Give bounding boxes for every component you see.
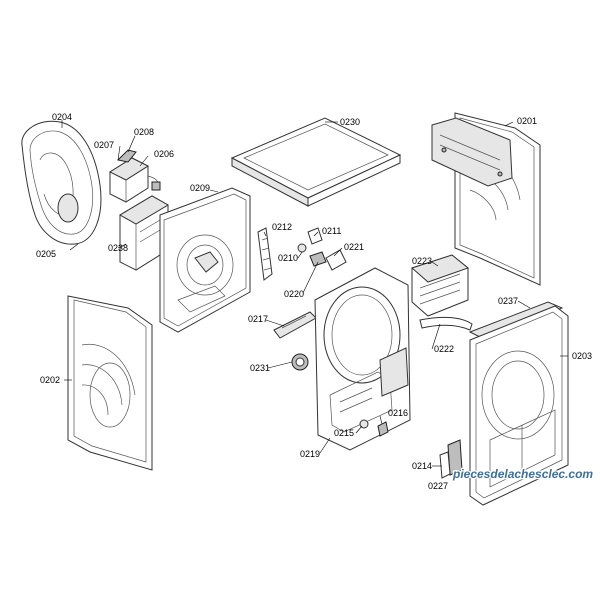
callout-0223: 0223	[412, 256, 432, 266]
callout-0238: 0238	[108, 243, 128, 253]
callout-0222: 0222	[434, 344, 454, 354]
callout-0203: 0203	[572, 351, 592, 361]
callout-0219: 0219	[300, 449, 320, 459]
callout-0212: 0212	[272, 222, 292, 232]
door-switch	[439, 439, 463, 479]
callout-0214: 0214	[412, 461, 432, 471]
callout-0204: 0204	[52, 112, 72, 122]
callout-0215: 0215	[334, 428, 354, 438]
callout-0237: 0237	[498, 296, 518, 306]
callout-0231: 0231	[250, 363, 270, 373]
callout-0216: 0216	[388, 408, 408, 418]
front-frame	[314, 267, 411, 451]
callout-0206: 0206	[154, 149, 174, 159]
callout-0208: 0208	[134, 127, 154, 137]
rotary-knob	[291, 353, 309, 371]
hinge-strip	[257, 227, 273, 281]
electronic-module	[108, 149, 161, 203]
fluff-filter	[411, 254, 470, 317]
callout-0209: 0209	[190, 183, 210, 193]
filter-seal	[419, 316, 473, 331]
rear-wall-panel	[159, 187, 251, 333]
callout-0220: 0220	[284, 289, 304, 299]
callout-0217: 0217	[248, 314, 268, 324]
callout-0205: 0205	[36, 249, 56, 259]
watermark: piecesdelachesclec.com	[452, 467, 593, 481]
side-panel-left	[67, 295, 153, 471]
leader-lines	[61, 120, 568, 467]
callout-0227: 0227	[428, 481, 448, 491]
callout-0201: 0201	[517, 116, 537, 126]
callout-0230: 0230	[340, 117, 360, 127]
callout-labels: 0204 0208 0207 0206 0230 0201 0209 0238 …	[36, 112, 592, 491]
callout-0202: 0202	[40, 375, 60, 385]
door-seal-gasket	[21, 120, 102, 245]
callout-0221: 0221	[344, 242, 364, 252]
callout-0210: 0210	[278, 253, 298, 263]
side-panel-rear	[431, 112, 541, 286]
screws	[359, 419, 389, 437]
callout-0211: 0211	[322, 226, 341, 236]
top-cover	[230, 117, 402, 207]
front-panel	[469, 305, 569, 506]
callout-0207: 0207	[94, 140, 114, 150]
